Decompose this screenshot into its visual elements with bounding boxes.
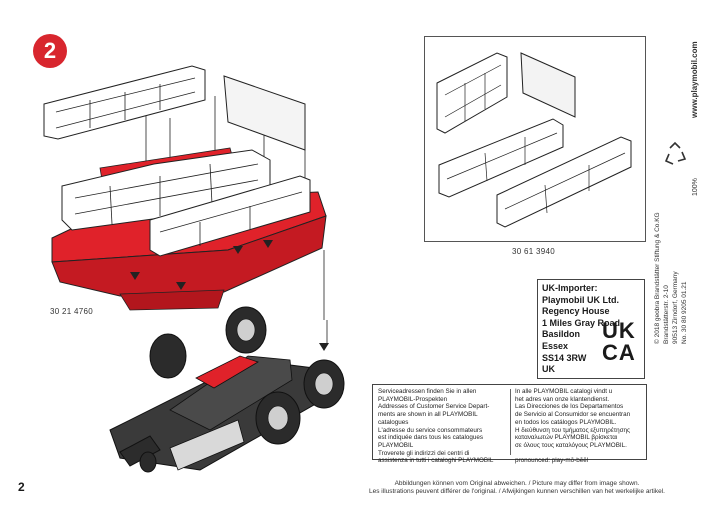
address-divider [510,389,511,455]
rail-piece-1 [436,52,508,134]
importer-line-7: SS14 3RW [542,352,587,363]
importer-line-1: UK-Importer: [542,283,598,293]
address-column-left: Serviceadressen finden Sie in allen PLAY… [378,388,494,465]
ukca-mark: UK CA [602,318,636,365]
address-column-right: In alle PLAYMOBIL catalogi vindt u het a… [515,388,631,465]
importer-line-2: Playmobil UK Ltd. [542,294,620,305]
importer-line-5: Basildon [542,329,581,340]
importer-line-4: 1 Miles Gray Road [542,317,621,328]
trailer-part-number: 30 21 4760 [50,307,94,316]
end-panel [223,75,306,151]
step-number-badge: 2 [33,34,67,68]
side-rail-top [43,65,206,140]
rail-piece-2 [438,118,564,198]
recycle-icon [664,141,687,165]
page-number: 2 [18,480,25,494]
importer-line-6: Essex [542,340,569,351]
chassis [109,306,345,473]
parts-illustration [436,52,632,228]
end-panel-piece [520,52,576,118]
image-disclaimer: Abbildungen können vom Original abweiche… [369,480,665,496]
box-part-number: 30 61 3940 [512,247,556,256]
parts-overview-box [424,36,646,242]
uk-importer-box: UK-Importer: Playmobil UK Ltd. Regency H… [537,279,645,379]
side-rail-front [61,149,311,257]
importer-line-3: Regency House [542,306,610,317]
rail-piece-3 [496,136,632,228]
service-address-box: Serviceadressen finden Sie in allen PLAY… [372,384,647,464]
importer-line-8: UK [542,364,555,375]
